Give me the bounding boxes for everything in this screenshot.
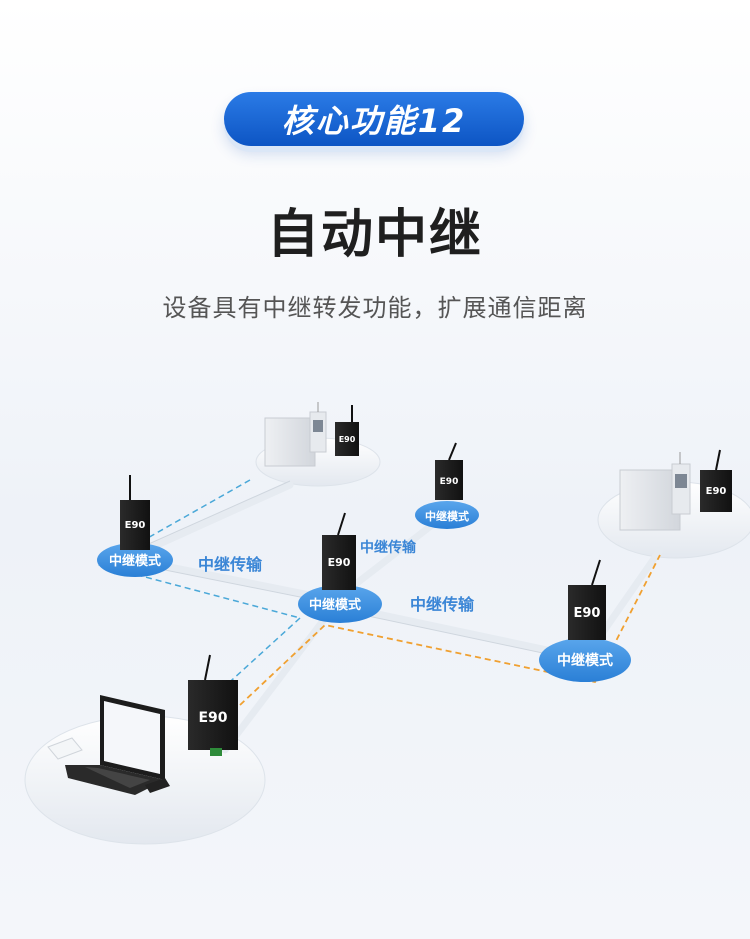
laptop: [65, 695, 165, 795]
device-label-left: E90: [125, 520, 146, 531]
device-label-far-right: E90: [706, 486, 727, 497]
signal-lines-orange: [239, 554, 661, 706]
device-label-center: E90: [328, 556, 351, 569]
device-label-top: E90: [339, 435, 356, 444]
relay-network-diagram: 中继模式 中继模式 中继模式 中继模式 中继传输 中继传输 中继传输: [24, 402, 750, 845]
transfer-label-left: 中继传输: [198, 555, 263, 574]
mode-label-left: 中继模式: [109, 553, 161, 569]
e90-device-far-right: E90: [700, 449, 732, 512]
relay-node-top: 中继模式: [415, 501, 479, 529]
feature-badge-text: 核心功能12: [281, 102, 467, 140]
machine-right: [619, 452, 691, 531]
e90-device-top-middle: E90: [435, 442, 463, 500]
e90-device-top: E90: [335, 405, 359, 456]
machine-top: [264, 402, 327, 467]
e90-device-bottom: E90: [188, 654, 238, 756]
phone: [145, 778, 170, 793]
device-label-bottom: E90: [198, 710, 227, 726]
relay-node-right: 中继模式: [539, 638, 631, 682]
e90-device-right: E90: [568, 559, 606, 640]
page-subtitle: 设备具有中继转发功能，扩展通信距离: [162, 294, 588, 322]
page-title: 自动中继: [266, 205, 483, 265]
transfer-label-top: 中继传输: [360, 539, 417, 556]
transfer-label-right: 中继传输: [410, 595, 475, 614]
e90-device-center: E90: [322, 512, 356, 590]
feature-badge: 核心功能12: [224, 92, 524, 146]
notepad: [47, 737, 83, 760]
device-label-top-middle: E90: [440, 477, 459, 487]
mode-label-center: 中继模式: [309, 597, 361, 613]
e90-device-left: E90: [120, 475, 150, 550]
device-label-right: E90: [574, 606, 601, 621]
mode-label-top: 中继模式: [425, 509, 469, 523]
relay-node-center: 中继模式: [298, 585, 382, 623]
mode-label-right: 中继模式: [557, 652, 613, 669]
relay-node-left: 中继模式: [97, 543, 173, 577]
